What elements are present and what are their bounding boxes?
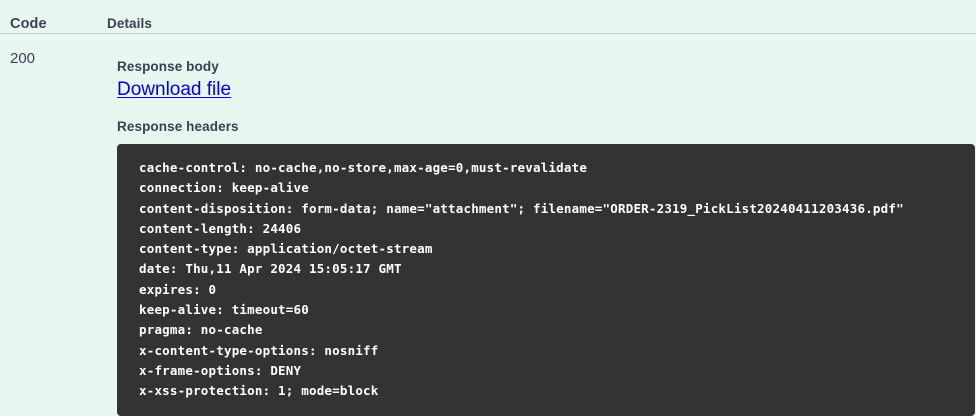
header-line: content-length: 24406 <box>139 220 302 236</box>
header-line: pragma: no-cache <box>139 322 263 338</box>
header-line: x-content-type-options: nosniff <box>139 342 379 358</box>
download-file-link[interactable]: Download file <box>117 79 232 100</box>
header-line: date: Thu,11 Apr 2024 15:05:17 GMT <box>139 261 402 277</box>
response-row: 200 Response body Download file Response… <box>0 34 976 416</box>
column-header-code: Code <box>10 16 47 32</box>
header-line: content-type: application/octet-stream <box>139 241 433 257</box>
header-line: expires: 0 <box>139 281 217 297</box>
column-header-details: Details <box>107 16 152 31</box>
header-line: x-frame-options: DENY <box>139 362 302 378</box>
response-headers-panel: cache-control: no-cache,no-store,max-age… <box>117 144 975 416</box>
header-line: keep-alive: timeout=60 <box>139 302 309 318</box>
header-line: cache-control: no-cache,no-store,max-age… <box>139 160 588 175</box>
table-header-row: Code Details <box>0 0 976 33</box>
response-headers-label: Response headers <box>117 119 239 134</box>
status-code: 200 <box>10 50 36 67</box>
header-line: connection: keep-alive <box>139 180 309 196</box>
response-details: Response body Download file Response hea… <box>117 34 976 416</box>
response-body-label: Response body <box>117 59 219 74</box>
header-divider <box>0 33 976 34</box>
header-line: content-disposition: form-data; name="at… <box>139 200 904 216</box>
header-line: x-xss-protection: 1; mode=block <box>139 383 379 399</box>
